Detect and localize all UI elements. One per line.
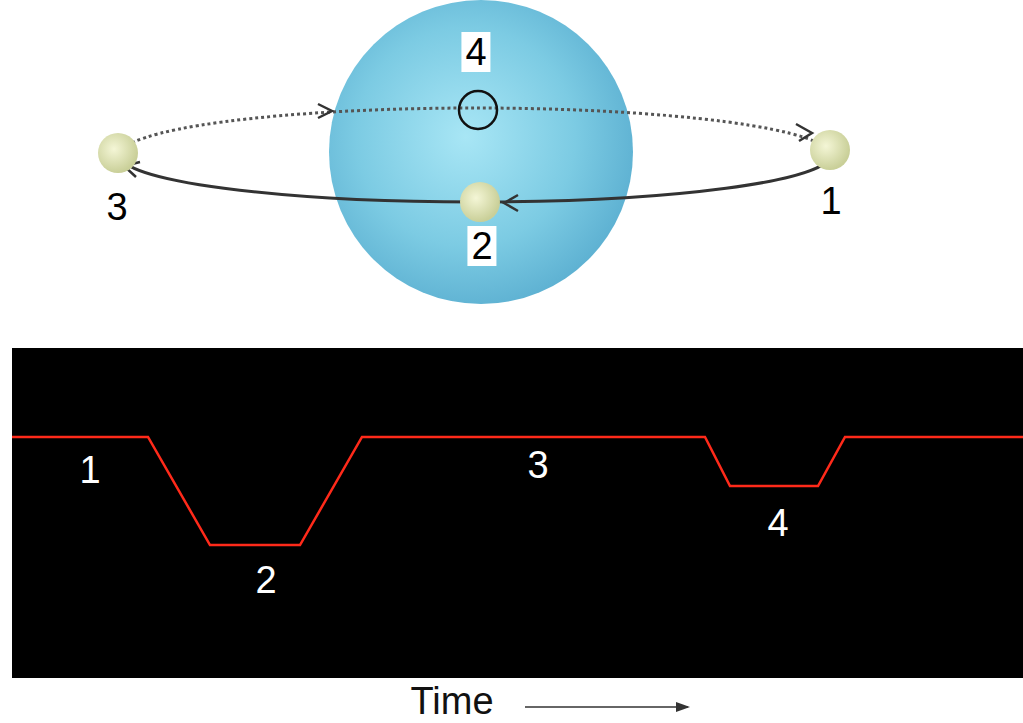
planet: [460, 182, 500, 222]
curve-number: 1: [79, 451, 100, 489]
curve-number: 3: [527, 446, 548, 484]
curve-number: 2: [255, 561, 276, 599]
orbit-arrow: [796, 124, 812, 141]
planet: [810, 130, 850, 170]
light-curve-panel: [12, 348, 1023, 678]
position-number: 4: [461, 32, 490, 72]
position-number: 2: [467, 226, 496, 266]
light-curve: [12, 437, 1023, 545]
axis-label: Time: [410, 682, 493, 720]
time-arrow: [525, 706, 688, 708]
time-arrow-head: [676, 702, 690, 712]
position-number: 1: [820, 182, 841, 220]
curve-number: 4: [767, 504, 788, 542]
planet-hidden: [459, 91, 497, 129]
star: [329, 0, 633, 304]
orbit-arrow: [504, 195, 518, 211]
orbit-back: [120, 108, 830, 155]
planet: [98, 133, 138, 173]
position-number: 3: [106, 188, 127, 226]
orbit-arrow: [318, 104, 332, 118]
